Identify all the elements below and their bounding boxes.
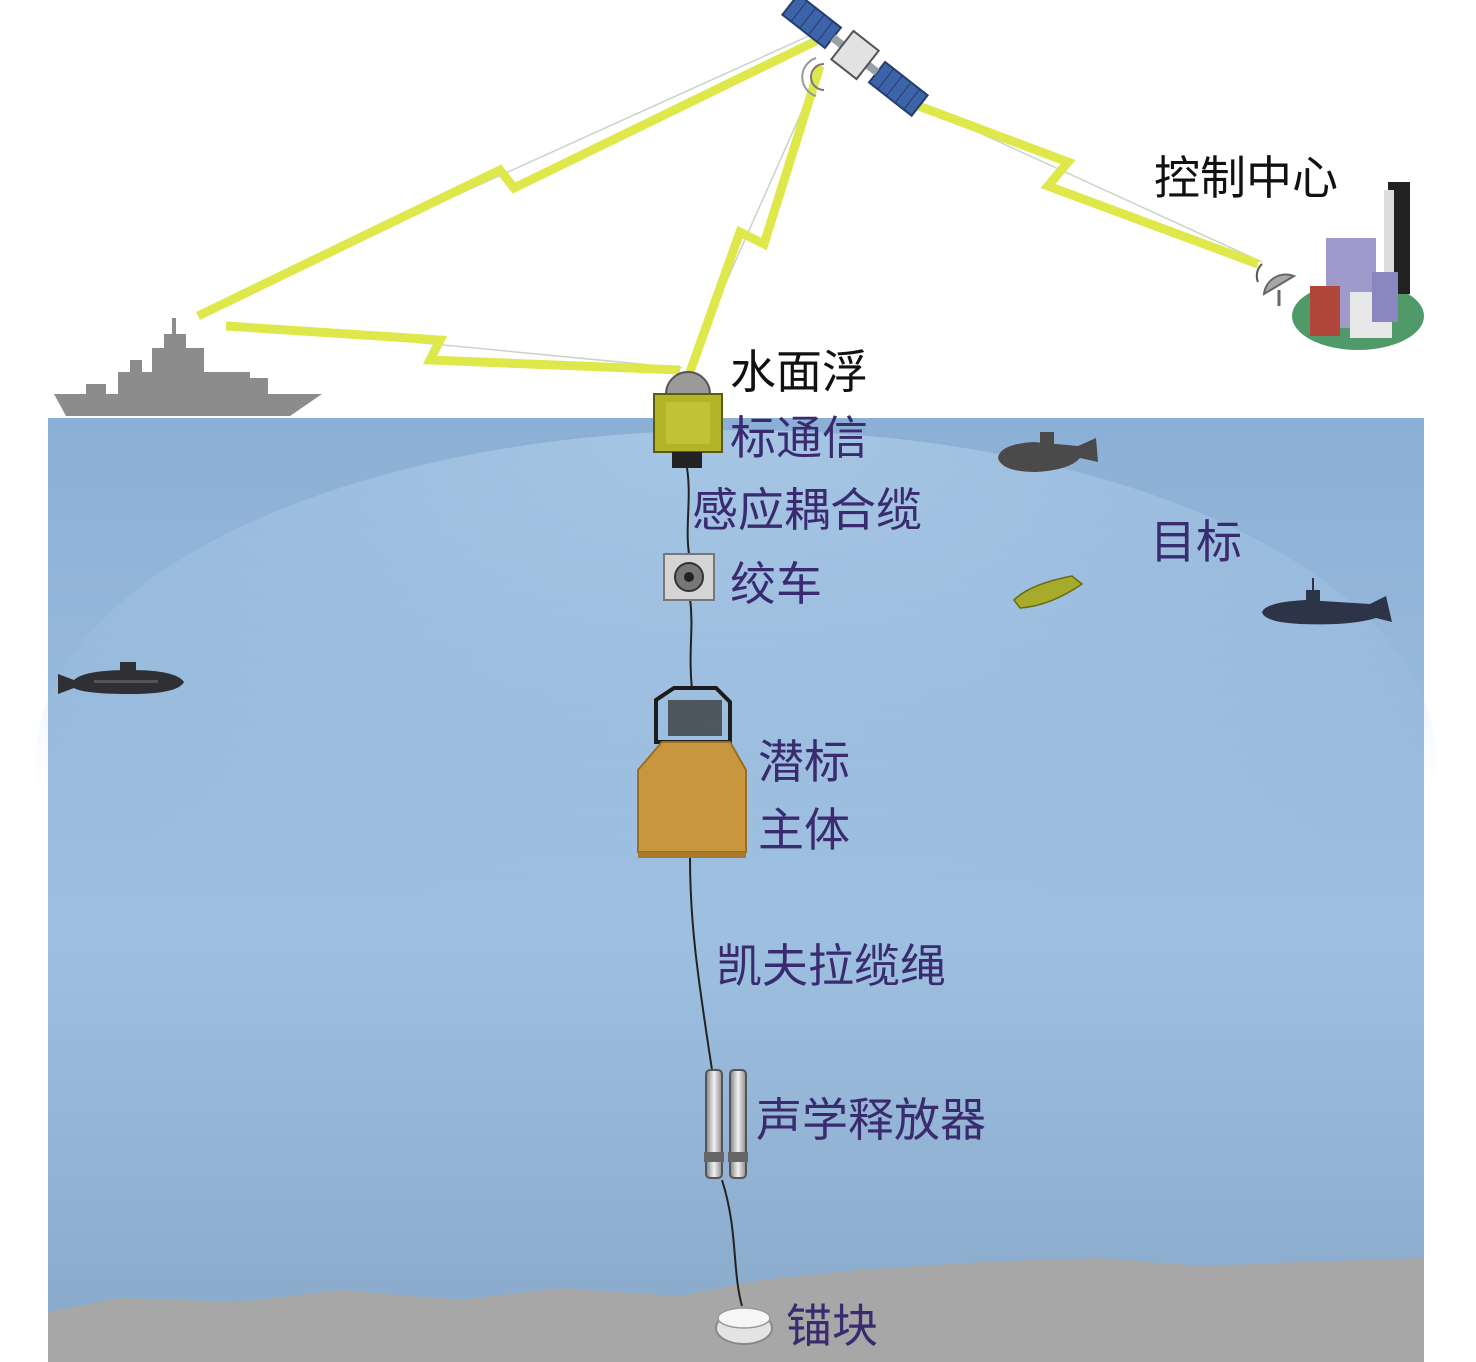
coupling-cable-label: 感应耦合缆 bbox=[692, 483, 922, 537]
winch-icon bbox=[663, 553, 715, 601]
kevlar-rope bbox=[689, 857, 743, 1307]
submarine-icon bbox=[58, 662, 184, 694]
satellite-icon bbox=[780, 0, 930, 118]
surface-buoy-label-line2: 标通信 bbox=[730, 411, 868, 465]
ship-icon bbox=[54, 318, 322, 416]
submarine-icon bbox=[1262, 578, 1392, 625]
subsurface-buoy-label-line2: 主体 bbox=[758, 803, 850, 857]
acoustic-release-icon bbox=[704, 1069, 748, 1179]
satellite-dish-icon bbox=[1255, 263, 1297, 306]
surface-buoy-label-line1: 水面浮 bbox=[730, 345, 868, 399]
subsurface-buoy-icon bbox=[637, 686, 747, 858]
control-center-buildings-icon bbox=[1292, 182, 1424, 350]
kevlar-rope-label: 凯夫拉缆绳 bbox=[716, 939, 946, 993]
anchor-label: 锚块 bbox=[786, 1299, 878, 1353]
winch-label: 绞车 bbox=[730, 557, 822, 611]
submarine-icon bbox=[998, 432, 1098, 472]
subsurface-buoy-label-line1: 潜标 bbox=[758, 735, 850, 789]
control-center-label: 控制中心 bbox=[1154, 151, 1338, 205]
torpedo-icon bbox=[1013, 575, 1084, 609]
coupling-cable bbox=[686, 467, 693, 691]
lightning-link-icon bbox=[196, 35, 1260, 375]
acoustic-release-label: 声学释放器 bbox=[756, 1093, 986, 1147]
surface-buoy-icon bbox=[653, 371, 723, 468]
anchor-icon bbox=[715, 1307, 773, 1345]
target-label: 目标 bbox=[1150, 515, 1242, 569]
